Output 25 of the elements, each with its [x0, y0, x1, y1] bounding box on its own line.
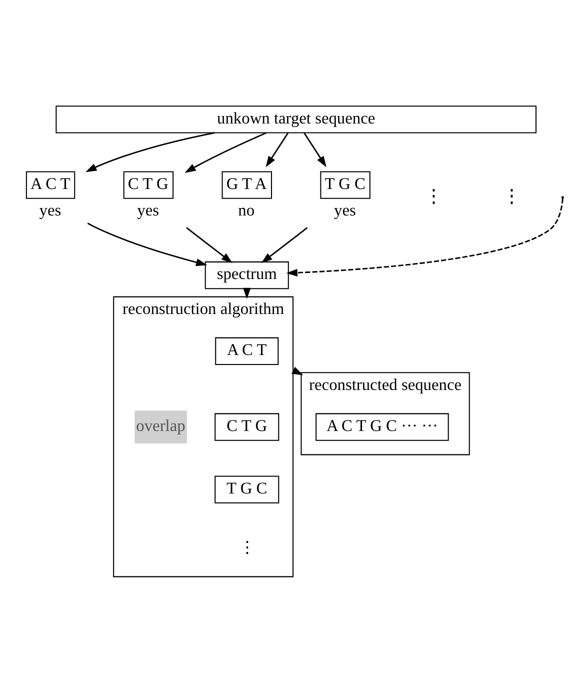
node-box: C T G [214, 412, 280, 440]
node-box: A C T G C ··· ··· [316, 412, 449, 440]
arrow [304, 132, 326, 167]
arrow [266, 132, 289, 167]
arrow [261, 226, 308, 263]
node-box: T G C [320, 170, 370, 198]
arrow [184, 132, 267, 172]
node-box: C T G [123, 170, 174, 198]
node-label: yes [137, 200, 160, 220]
node-box: A C T [26, 170, 76, 198]
node-label: yes [334, 200, 356, 220]
arrow [86, 132, 215, 172]
node-box: unkown target sequence [56, 105, 537, 133]
label: ⋮ [502, 185, 520, 206]
label: ⋮ [238, 537, 255, 556]
arrow [87, 222, 208, 266]
node-label: yes [39, 200, 62, 220]
node-label: no [238, 200, 255, 220]
arrow [186, 226, 232, 263]
node-box: G T A [222, 170, 272, 198]
arrow [286, 198, 564, 276]
label: overlap [136, 415, 186, 434]
node-box: T G C [214, 475, 280, 503]
label: ⋮ [424, 185, 442, 206]
node-box: A C T [215, 336, 279, 364]
